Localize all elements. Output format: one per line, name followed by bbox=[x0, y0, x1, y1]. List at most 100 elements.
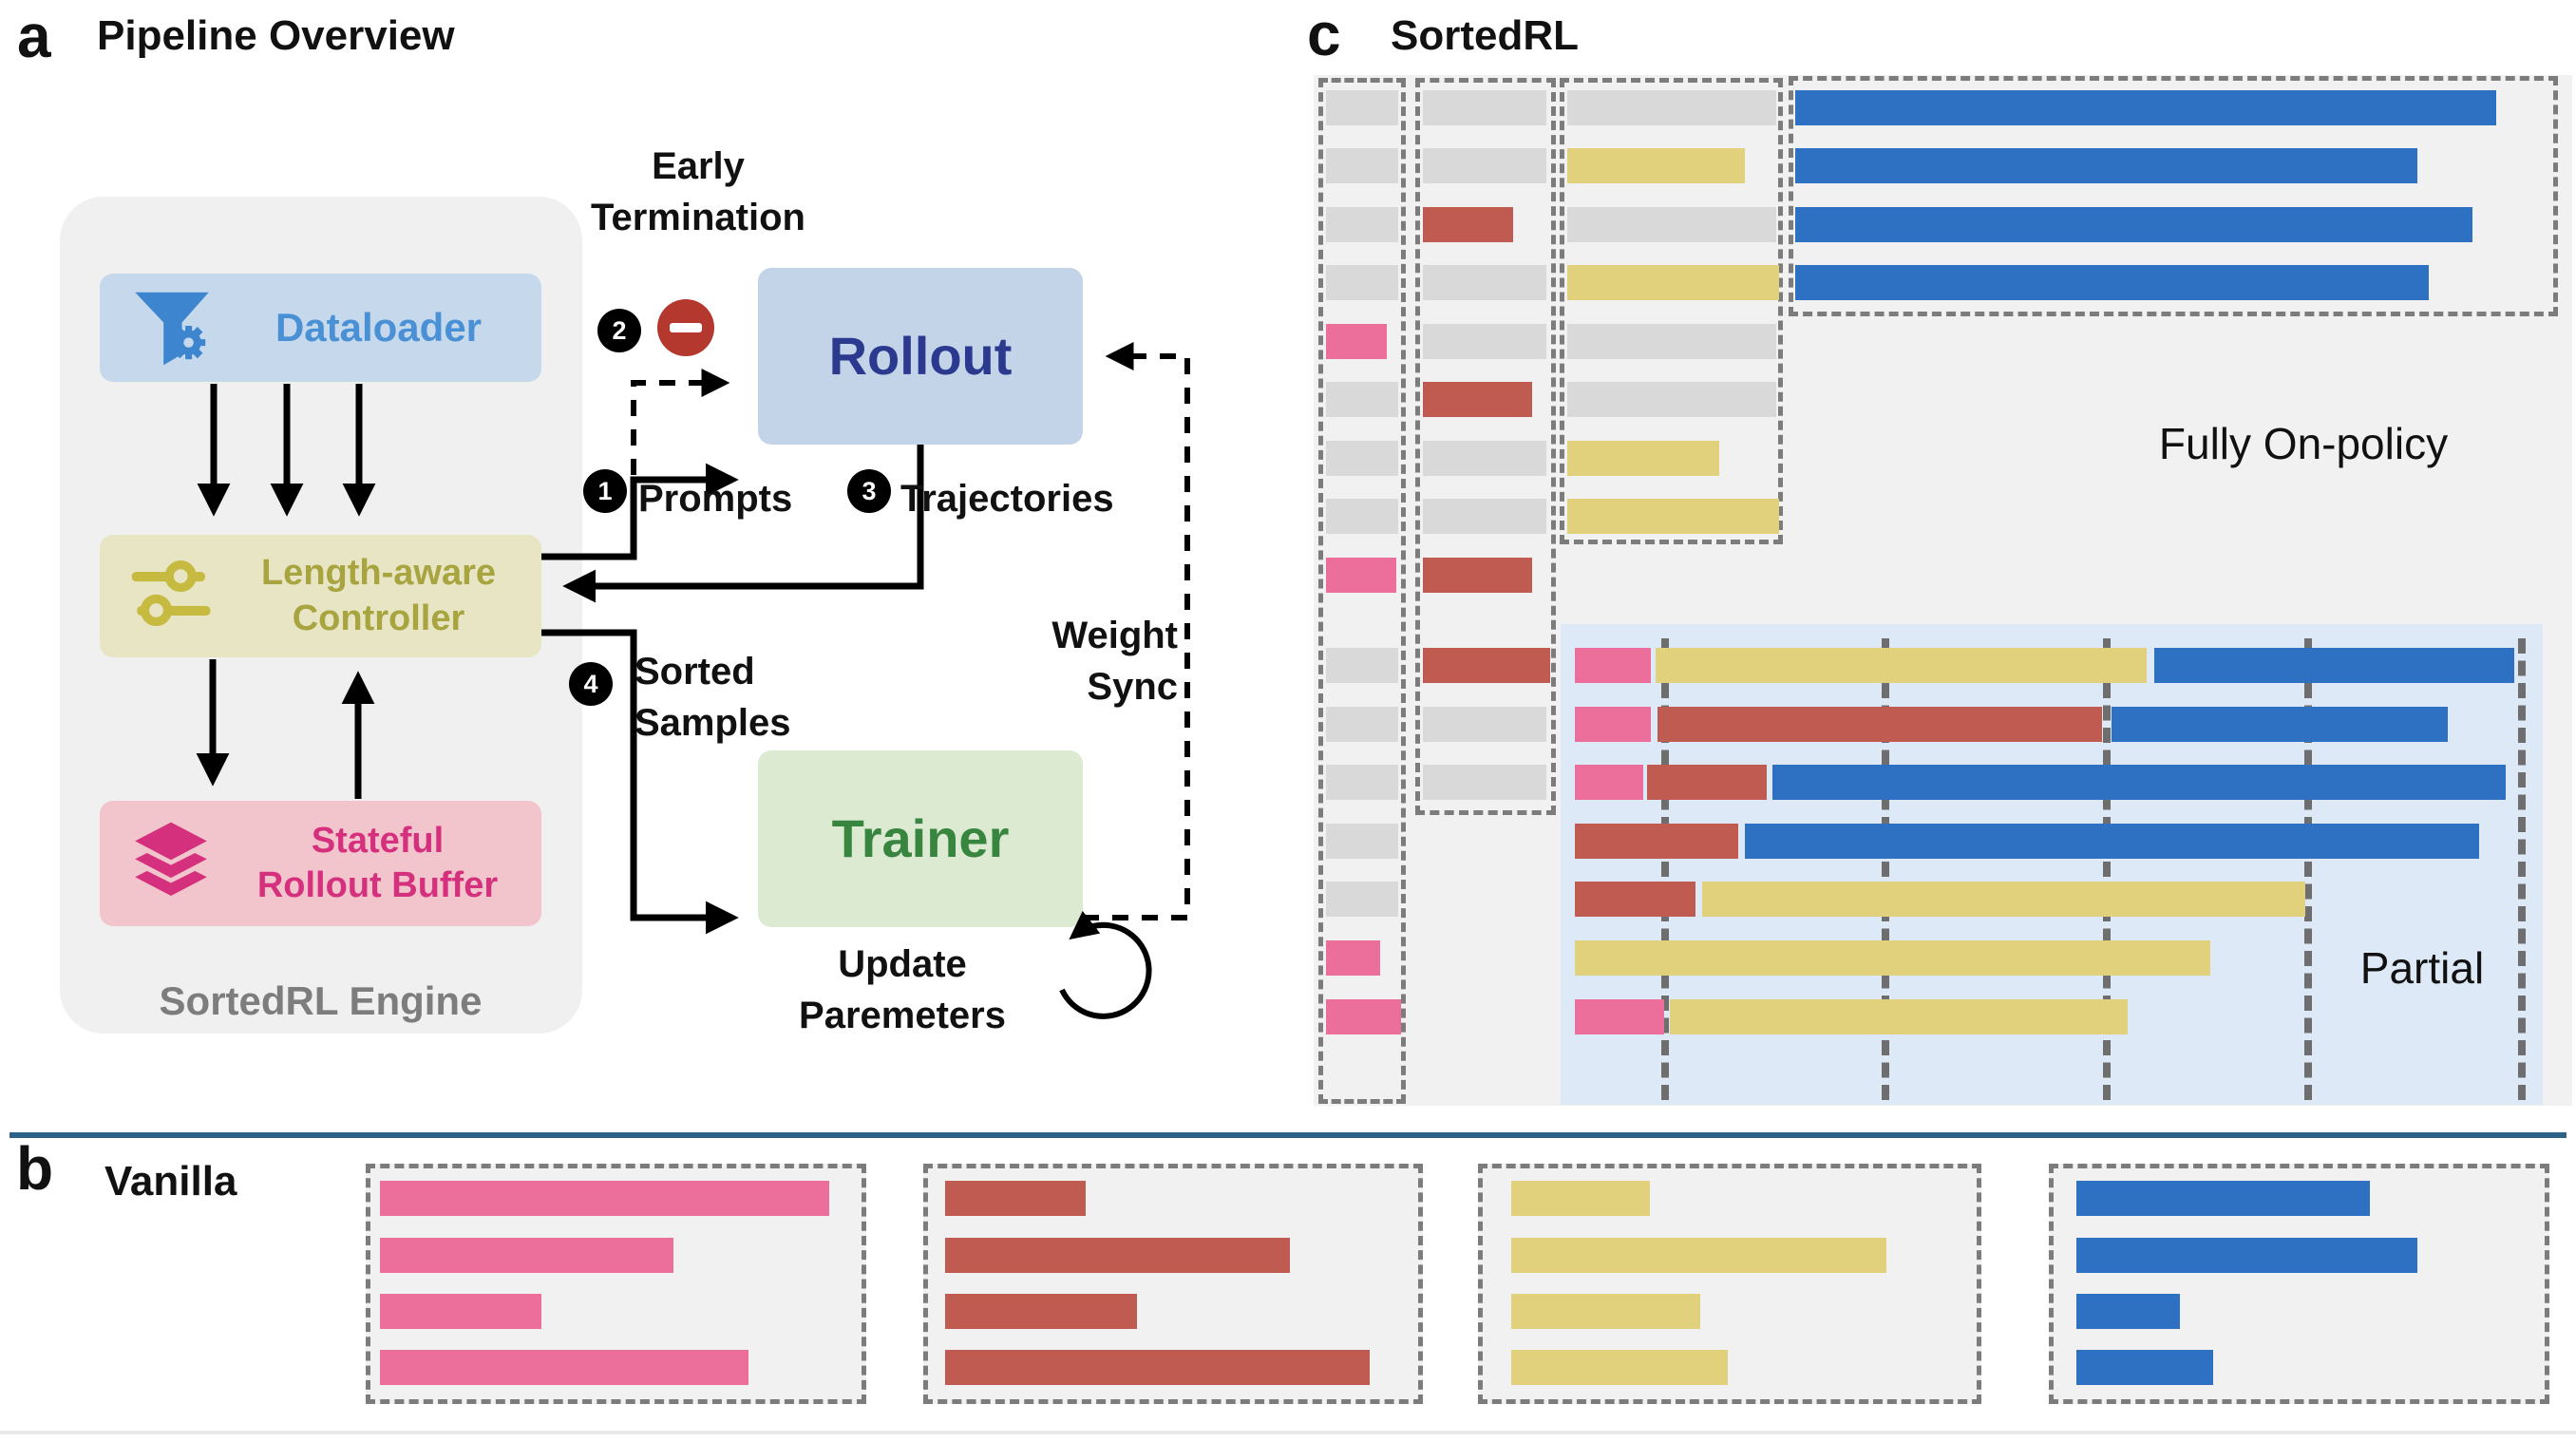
vanilla-batch-3-row1-yellow-bar bbox=[1511, 1181, 1650, 1216]
sorted-col-3-row4-yellow-bar bbox=[1567, 265, 1779, 300]
partial-rows-row1-pink-bar bbox=[1575, 648, 1651, 683]
sorted-col-1-row6-gray-bar bbox=[1326, 382, 1398, 417]
partial-label: Partial bbox=[2359, 943, 2485, 993]
sorted-col-3-row7-yellow-bar bbox=[1567, 441, 1719, 476]
partial-rows-row3-pink-bar bbox=[1575, 765, 1643, 800]
partial-rows-row3-red-bar bbox=[1647, 765, 1767, 800]
page-bottom-edge bbox=[0, 1431, 2576, 1434]
panel-c-title: SortedRL bbox=[1391, 12, 1579, 59]
step-4-badge: 4 bbox=[569, 662, 613, 706]
sorted-col-1-row8-gray-bar bbox=[1326, 499, 1398, 534]
sorted-col-2-row7-gray-bar bbox=[1423, 441, 1546, 476]
partial-rows-row2-pink-bar bbox=[1575, 707, 1651, 742]
vanilla-batch-4-row3-blue-bar bbox=[2076, 1294, 2180, 1329]
vanilla-batch-3-row2-yellow-bar bbox=[1511, 1238, 1886, 1273]
sorted-col-2-row12-gray-bar bbox=[1423, 765, 1546, 800]
controller-label: Length-aware Controller bbox=[216, 551, 541, 641]
step-1-badge: 1 bbox=[583, 469, 627, 513]
partial-rows-row7-yellow-bar bbox=[1670, 999, 2128, 1034]
sorted-samples-line2: Samples bbox=[635, 702, 791, 744]
partial-gridline-5 bbox=[2518, 638, 2526, 1100]
sorted-col-4-fully-on-policy-box bbox=[1789, 76, 2558, 316]
vanilla-batch-1-row3-pink-bar bbox=[380, 1294, 541, 1329]
sorted-col-4-fully-on-policy-row1-blue-bar bbox=[1795, 90, 2496, 125]
vanilla-batch-4-row1-blue-bar bbox=[2076, 1181, 2370, 1216]
dataloader-node: Dataloader bbox=[100, 274, 541, 382]
controller-label-line1: Length-aware bbox=[260, 553, 497, 593]
weight-sync-line1: Weight bbox=[1051, 615, 1178, 656]
sorted-col-1-row7-gray-bar bbox=[1326, 441, 1398, 476]
sorted-col-2-row1-gray-bar bbox=[1423, 90, 1546, 125]
partial-rows-row4-blue-bar bbox=[1745, 824, 2479, 859]
sorted-col-1-row4-gray-bar bbox=[1326, 265, 1398, 300]
early-termination-line1: Early bbox=[652, 145, 745, 187]
partial-rows-row2-red-bar bbox=[1657, 707, 2102, 742]
early-termination-label: Early Termination bbox=[560, 141, 836, 243]
controller-label-line2: Controller bbox=[292, 598, 465, 638]
trajectories-label: Trajectories bbox=[900, 478, 1114, 520]
panel-c-label: c bbox=[1307, 0, 1341, 68]
fully-on-policy-label: Fully On-policy bbox=[2158, 419, 2449, 468]
partial-rows-row1-yellow-bar bbox=[1656, 648, 2147, 683]
sorted-col-1-row16-pink-bar bbox=[1326, 999, 1401, 1034]
sorted-samples-label: Sorted Samples bbox=[635, 646, 791, 749]
sorted-col-1-row10-gray-bar bbox=[1326, 648, 1398, 683]
vanilla-batch-3-row4-yellow-bar bbox=[1511, 1350, 1728, 1385]
sorted-col-3-row8-yellow-bar bbox=[1567, 499, 1779, 534]
engine-label: SortedRL Engine bbox=[159, 978, 483, 1023]
vanilla-batch-2-row4-red-bar bbox=[945, 1350, 1370, 1385]
sorted-col-2-row2-gray-bar bbox=[1423, 148, 1546, 183]
sorted-col-4-fully-on-policy-row2-blue-bar bbox=[1795, 148, 2417, 183]
sorted-col-1-row15-pink-bar bbox=[1326, 940, 1380, 976]
funnel-gear-icon bbox=[128, 284, 216, 372]
vanilla-batch-2-row2-red-bar bbox=[945, 1238, 1290, 1273]
sorted-col-1-row13-gray-bar bbox=[1326, 824, 1398, 859]
partial-gridline-4 bbox=[2304, 638, 2312, 1100]
sorted-col-2-row11-gray-bar bbox=[1423, 707, 1546, 742]
panel-b-label: b bbox=[16, 1134, 54, 1203]
rollout-node: Rollout bbox=[758, 268, 1083, 445]
vanilla-batch-4-row2-blue-bar bbox=[2076, 1238, 2417, 1273]
partial-rows-row2-blue-bar bbox=[2112, 707, 2448, 742]
layers-icon bbox=[128, 816, 214, 912]
sorted-col-2-row8-gray-bar bbox=[1423, 499, 1546, 534]
buffer-label-line1: Stateful bbox=[311, 820, 445, 861]
sorted-col-1-row5-pink-bar bbox=[1326, 324, 1387, 359]
partial-rows-row7-pink-bar bbox=[1575, 999, 1664, 1034]
update-parameters-line1: Update bbox=[838, 943, 967, 985]
trainer-node: Trainer bbox=[758, 750, 1083, 927]
vanilla-batch-3-row3-yellow-bar bbox=[1511, 1294, 1700, 1329]
sorted-col-4-fully-on-policy-row3-blue-bar bbox=[1795, 207, 2472, 242]
sorted-col-1-row2-gray-bar bbox=[1326, 148, 1398, 183]
sorted-col-2-row3-red-bar bbox=[1423, 207, 1513, 242]
sorted-col-2-row9-red-bar bbox=[1423, 558, 1532, 593]
sorted-col-2-row5-gray-bar bbox=[1423, 324, 1546, 359]
sorted-col-2-row6-red-bar bbox=[1423, 382, 1532, 417]
update-parameters-label: Update Paremeters bbox=[741, 939, 1064, 1041]
partial-gridline-1 bbox=[1661, 638, 1669, 1100]
vanilla-batch-4-row4-blue-bar bbox=[2076, 1350, 2213, 1385]
early-termination-line2: Termination bbox=[591, 197, 805, 238]
sorted-col-3-row2-yellow-bar bbox=[1567, 148, 1745, 183]
sorted-col-2-box bbox=[1415, 78, 1556, 815]
sorted-col-3-row3-gray-bar bbox=[1567, 207, 1776, 242]
sorted-col-1-row9-pink-bar bbox=[1326, 558, 1396, 593]
step-2-badge: 2 bbox=[597, 309, 641, 352]
sorted-col-1-row1-gray-bar bbox=[1326, 90, 1398, 125]
panel-a-title: Pipeline Overview bbox=[97, 12, 455, 59]
partial-rows-row6-yellow-bar bbox=[1575, 940, 2210, 976]
sorted-col-1-box bbox=[1318, 78, 1406, 1104]
buffer-label: Stateful Rollout Buffer bbox=[214, 819, 541, 909]
panel-b-title: Vanilla bbox=[104, 1158, 237, 1205]
buffer-label-line2: Rollout Buffer bbox=[256, 865, 499, 905]
vanilla-batch-1-row1-pink-bar bbox=[380, 1181, 829, 1216]
sorted-col-3-box bbox=[1560, 78, 1783, 544]
sorted-col-3-row5-gray-bar bbox=[1567, 324, 1776, 359]
step-3-badge: 3 bbox=[847, 469, 891, 513]
update-parameters-line2: Paremeters bbox=[799, 995, 1006, 1036]
partial-gridline-2 bbox=[1882, 638, 1889, 1100]
partial-rows-row1-blue-bar bbox=[2154, 648, 2514, 683]
stateful-rollout-buffer-node: Stateful Rollout Buffer bbox=[100, 801, 541, 926]
rollout-label: Rollout bbox=[828, 326, 1013, 386]
